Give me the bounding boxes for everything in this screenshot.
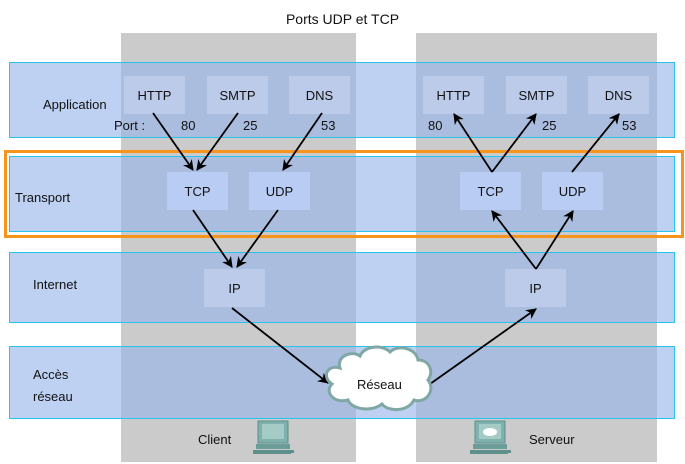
server-dns-port: 53 bbox=[622, 118, 637, 133]
client-port-label: Port : bbox=[114, 118, 146, 133]
network-cloud-icon bbox=[324, 345, 433, 411]
arrow-client-ip-network bbox=[231, 307, 329, 384]
arrow-client-tcp-ip bbox=[192, 209, 233, 268]
arrow-client-smtp-tcp bbox=[196, 112, 239, 171]
arrow-client-udp-ip bbox=[236, 209, 279, 268]
transport-highlight bbox=[4, 150, 684, 238]
server-smtp-box: SMTP bbox=[506, 76, 567, 114]
client-ip-box: IP bbox=[204, 269, 265, 307]
network-label: Réseau bbox=[357, 377, 402, 392]
arrow-server-ip-tcp bbox=[491, 210, 537, 270]
access-layer-label-line2: réseau bbox=[33, 389, 73, 404]
arrow-network-server-ip bbox=[429, 308, 537, 385]
application-layer-label: Application bbox=[43, 97, 107, 112]
client-udp-box: UDP bbox=[249, 172, 310, 210]
server-dns-box: DNS bbox=[588, 76, 649, 114]
server-udp-box: UDP bbox=[542, 172, 603, 210]
client-computer-icon bbox=[253, 420, 294, 454]
arrow-client-dns-udp bbox=[282, 112, 323, 171]
client-dns-box: DNS bbox=[289, 76, 350, 114]
arrow-client-http-tcp bbox=[152, 112, 194, 171]
server-label: Serveur bbox=[529, 432, 575, 447]
client-http-port: 80 bbox=[181, 118, 196, 133]
client-smtp-box: SMTP bbox=[207, 76, 268, 114]
server-http-box: HTTP bbox=[423, 76, 484, 114]
client-smtp-port: 25 bbox=[243, 118, 258, 133]
server-smtp-port: 25 bbox=[542, 118, 557, 133]
client-label: Client bbox=[198, 432, 232, 447]
arrow-server-tcp-smtp bbox=[491, 113, 537, 173]
client-http-box: HTTP bbox=[124, 76, 185, 114]
arrow-server-tcp-http bbox=[453, 113, 493, 173]
arrow-server-ip-udp bbox=[535, 210, 574, 270]
client-dns-port: 53 bbox=[321, 118, 336, 133]
server-http-port: 80 bbox=[428, 118, 443, 133]
arrow-server-udp-dns bbox=[571, 113, 620, 173]
transport-layer-label: Transport bbox=[15, 190, 71, 205]
server-tcp-box: TCP bbox=[460, 172, 521, 210]
server-ip-box: IP bbox=[505, 269, 566, 307]
client-tcp-box: TCP bbox=[167, 172, 228, 210]
internet-layer-label: Internet bbox=[33, 277, 78, 292]
access-layer-label-line1: Accès bbox=[33, 367, 69, 382]
diagram-title: Ports UDP et TCP bbox=[285, 11, 400, 27]
server-computer-icon bbox=[470, 420, 511, 454]
